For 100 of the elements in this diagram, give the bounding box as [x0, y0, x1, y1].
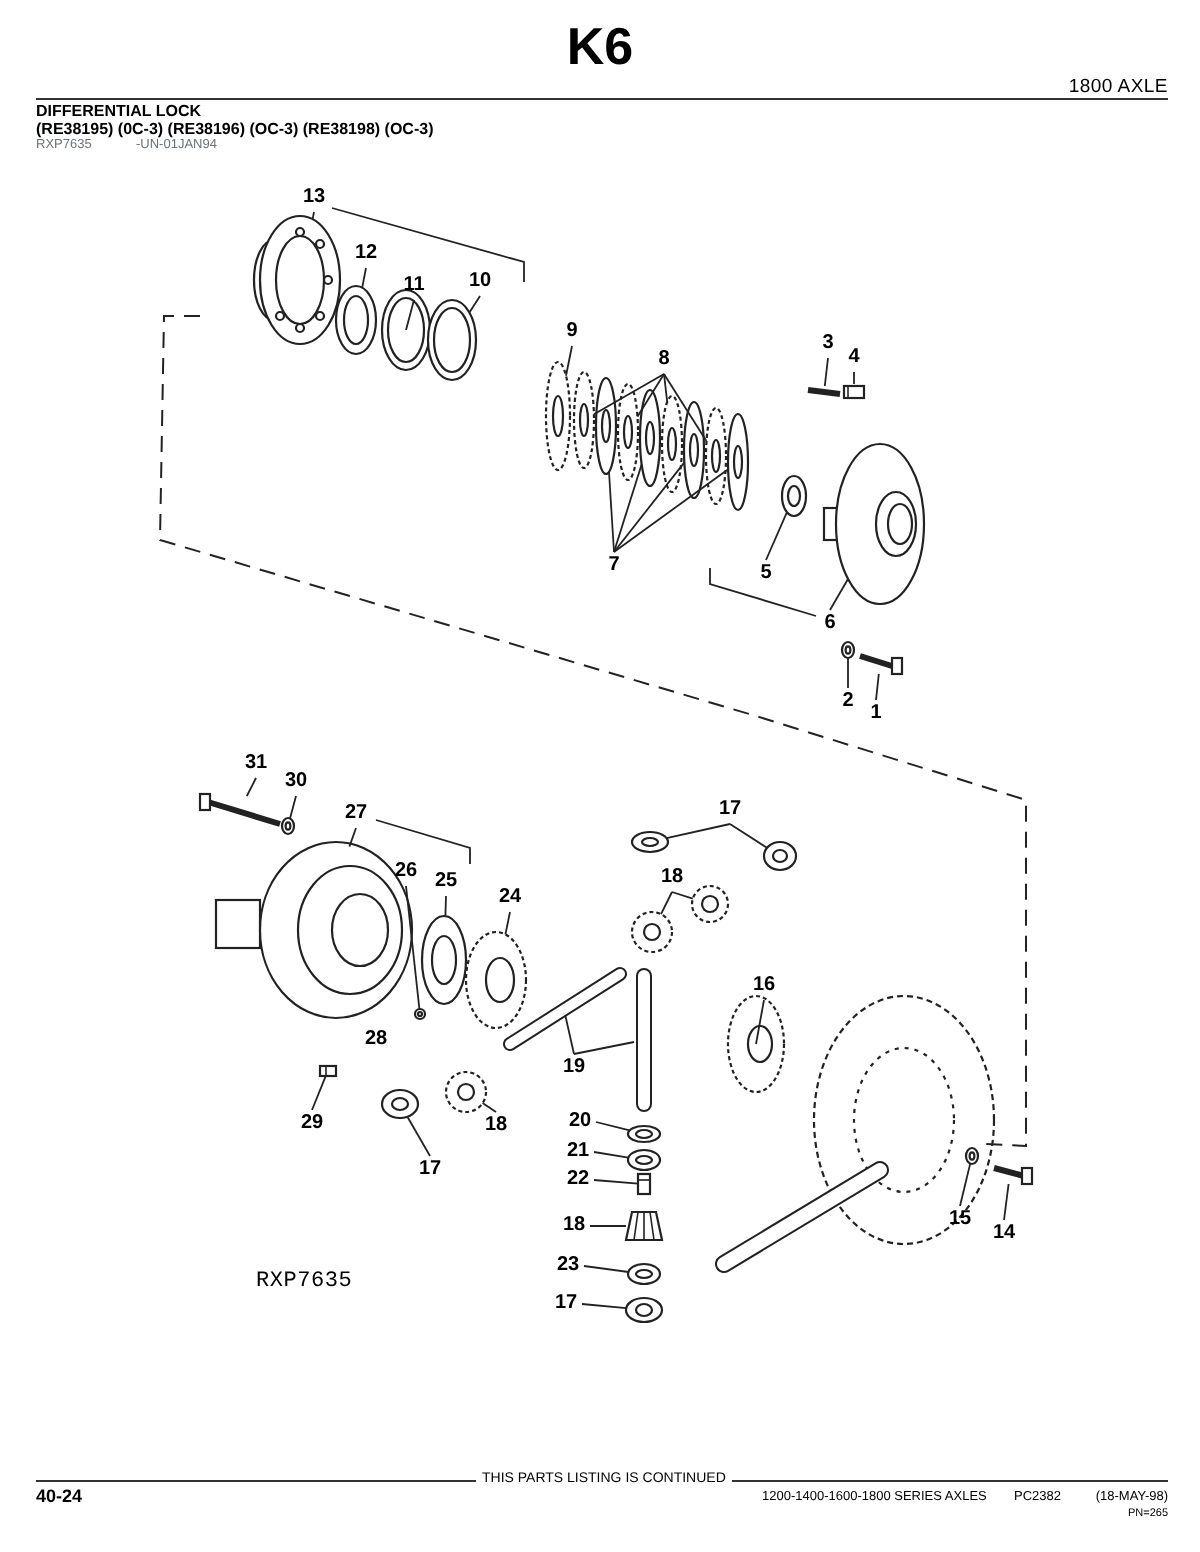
callout-number: 4 — [848, 346, 860, 370]
thrust-washer — [630, 830, 670, 854]
thrust-washer — [762, 840, 798, 872]
leader-line — [289, 795, 297, 820]
leader-line — [589, 1225, 627, 1227]
callout-number: 1 — [870, 702, 882, 726]
leader-line — [1003, 1183, 1010, 1221]
callout-number: 19 — [562, 1056, 586, 1080]
differential-case — [214, 840, 414, 1020]
washer — [280, 816, 296, 836]
leader-line — [660, 891, 673, 916]
callout-number: 14 — [992, 1222, 1016, 1246]
leader-line — [636, 373, 665, 418]
callout-number: 23 — [556, 1254, 580, 1278]
callout-number: 15 — [948, 1208, 972, 1232]
page-text: DIFFERENTIAL LOCK — [36, 102, 202, 122]
toothed-plate — [544, 360, 572, 472]
callout-number: 17 — [718, 798, 742, 822]
leader-line — [613, 468, 730, 553]
cross-shaft — [636, 968, 652, 1112]
callout-number: 10 — [468, 270, 492, 294]
pinion-gear — [444, 1070, 488, 1114]
friction-disc — [704, 406, 728, 506]
leader-line — [565, 345, 573, 377]
separator-plate — [726, 412, 750, 512]
callout-number: 8 — [658, 348, 670, 372]
callout-number: 3 — [822, 332, 834, 356]
pin — [636, 1172, 652, 1196]
callout-number: 30 — [284, 770, 308, 794]
callout-number: 25 — [434, 870, 458, 894]
callout-number: 12 — [354, 242, 378, 266]
callout-number: 20 — [568, 1110, 592, 1134]
leader-line — [593, 1151, 630, 1159]
callout-number: 9 — [566, 320, 578, 344]
leader-line — [729, 823, 768, 849]
leader-line — [405, 885, 421, 1010]
leader-line — [593, 373, 665, 416]
ring — [420, 914, 468, 1006]
callout-number: 11 — [403, 274, 425, 298]
page-text: (RE38195) (0C-3) (RE38196) (OC-3) (RE38198) (OC-3) — [36, 120, 434, 139]
washer — [840, 640, 856, 660]
friction-disc — [660, 394, 684, 494]
callout-number: 17 — [418, 1158, 442, 1182]
callout-number: 24 — [498, 886, 522, 910]
callout-number: 16 — [752, 974, 776, 998]
seal-ring — [334, 284, 378, 356]
leader-line — [593, 1179, 639, 1185]
washer — [780, 474, 808, 518]
callout-number: 13 — [302, 186, 326, 210]
leader-line — [665, 823, 731, 840]
callout-number: 5 — [760, 562, 772, 586]
leader-line — [663, 373, 669, 403]
callout-number: 2 — [842, 690, 854, 714]
leader-line — [755, 999, 765, 1045]
leader-line — [829, 578, 849, 611]
separator-plate — [682, 400, 706, 500]
leader-line — [613, 461, 686, 553]
callout-number: 28 — [364, 1028, 388, 1052]
callout-number: 31 — [244, 752, 268, 776]
friction-disc — [572, 370, 596, 470]
separator-plate — [638, 388, 662, 488]
washer — [626, 1148, 662, 1172]
bolt — [198, 792, 281, 827]
leader-line — [595, 1121, 631, 1132]
leader-line — [361, 267, 367, 289]
callout-number: 7 — [608, 554, 620, 578]
thrust-washer — [380, 1088, 420, 1120]
ring — [426, 298, 478, 382]
side-gear — [726, 994, 786, 1094]
pin — [318, 1064, 338, 1078]
callout-number: 21 — [566, 1140, 590, 1164]
side-gear — [464, 930, 528, 1030]
washer — [626, 1262, 662, 1286]
leader-line — [573, 1041, 635, 1055]
leader-line — [348, 827, 357, 848]
bolt — [993, 1165, 1034, 1186]
callout-number: 22 — [566, 1168, 590, 1192]
friction-disc — [616, 382, 640, 482]
callout-number: 29 — [300, 1112, 324, 1136]
page-title: K6 — [564, 20, 636, 72]
leader-line — [468, 295, 481, 314]
pinion-shaft — [503, 967, 627, 1051]
separator-plate — [594, 376, 618, 476]
bolt — [859, 653, 904, 676]
leader-line — [405, 299, 415, 331]
callout-number: 17 — [554, 1292, 578, 1316]
pin — [842, 384, 866, 400]
leader-line — [853, 371, 855, 385]
leader-line — [311, 211, 315, 221]
leader-line — [847, 657, 849, 689]
leader-line — [406, 1115, 431, 1157]
callout-number: 27 — [344, 802, 368, 826]
callout-number: 18 — [484, 1114, 508, 1138]
leader-line — [481, 1102, 497, 1113]
leader-line — [581, 1303, 628, 1310]
leader-line — [564, 1014, 575, 1055]
leader-line — [823, 357, 829, 387]
washer — [626, 1124, 662, 1144]
callout-number: 18 — [660, 866, 684, 890]
pinion-gear — [624, 1210, 664, 1242]
